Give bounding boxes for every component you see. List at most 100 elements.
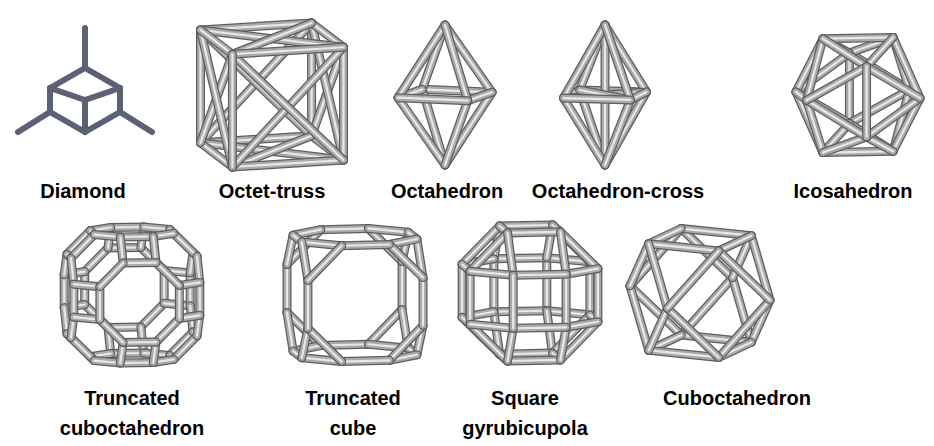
strut-stroke — [342, 245, 390, 246]
strut-stroke — [867, 37, 893, 66]
strut-stroke — [508, 233, 514, 275]
diamond-strut — [82, 28, 88, 68]
strut-stroke — [564, 25, 605, 98]
strut-stroke — [287, 312, 293, 351]
strut-stroke — [867, 37, 893, 66]
strut — [807, 67, 867, 101]
strut-stroke — [283, 264, 292, 312]
lattice-unit-cell — [200, 23, 343, 167]
strut — [494, 258, 547, 259]
diamond-strut — [85, 68, 120, 88]
strut-stroke — [719, 300, 770, 357]
strut-stroke — [123, 258, 156, 267]
strut-stroke — [422, 278, 424, 326]
strut-stroke — [420, 278, 427, 326]
strut-stroke — [85, 248, 108, 272]
strut-stroke — [321, 228, 369, 229]
strut-stroke — [542, 258, 551, 311]
strut-stroke — [865, 67, 867, 137]
strut-stroke — [123, 259, 156, 266]
strut-stroke — [848, 53, 850, 123]
strut-stroke — [398, 98, 468, 101]
strut-stroke — [232, 160, 343, 167]
strut-stroke — [513, 327, 566, 328]
strut-stroke — [719, 236, 752, 251]
strut-stroke — [513, 274, 566, 275]
strut — [560, 327, 566, 360]
strut-stroke — [232, 47, 343, 54]
strut — [564, 98, 605, 165]
strut — [368, 228, 408, 232]
strut-stroke — [156, 318, 179, 342]
strut — [849, 53, 850, 123]
strut-stroke — [232, 54, 343, 160]
strut — [445, 101, 468, 165]
strut-stroke — [470, 324, 513, 328]
strut — [500, 225, 553, 226]
strut — [560, 232, 566, 274]
strut-stroke — [174, 336, 197, 360]
strut-stroke — [302, 242, 308, 281]
strut-stroke — [467, 271, 474, 324]
strut-stroke — [649, 244, 668, 308]
strut-stroke — [719, 300, 770, 357]
strut-stroke — [100, 320, 123, 343]
strut-stroke — [389, 245, 423, 278]
strut — [302, 242, 342, 246]
strut-stroke — [560, 232, 566, 274]
strut — [630, 286, 649, 350]
strut-stroke — [398, 98, 468, 101]
strut-stroke — [398, 98, 445, 165]
strut-stroke — [71, 235, 94, 259]
shape-caption: Truncated cuboctahedron — [52, 383, 212, 443]
strut-stroke — [368, 309, 402, 344]
strut-stroke — [867, 98, 920, 137]
shape-caption: Octahedron — [367, 176, 527, 206]
strut-stroke — [605, 25, 630, 100]
strut-stroke — [232, 47, 343, 167]
strut — [156, 263, 179, 286]
strut-stroke — [719, 236, 752, 251]
strut-stroke — [867, 67, 920, 99]
strut-stroke — [200, 30, 232, 167]
strut-stroke — [630, 286, 649, 350]
strut — [321, 228, 369, 229]
strut-stroke — [667, 308, 718, 357]
strut-stroke — [398, 262, 407, 310]
strut-stroke — [284, 264, 291, 312]
strut-stroke — [308, 328, 342, 361]
strut-stroke — [544, 258, 551, 311]
strut-stroke — [823, 137, 867, 153]
strut-stroke — [156, 318, 179, 342]
strut-stroke — [513, 327, 566, 328]
strut — [667, 251, 718, 308]
strut-stroke — [71, 235, 94, 259]
strut — [307, 281, 308, 329]
strut-stroke — [197, 282, 204, 315]
strut — [867, 37, 893, 66]
strut-stroke — [286, 264, 288, 312]
strut-stroke — [308, 328, 342, 361]
strut-stroke — [232, 54, 343, 160]
strut-stroke — [605, 100, 630, 165]
strut-stroke — [398, 25, 445, 98]
strut — [73, 284, 74, 317]
strut-stroke — [564, 98, 631, 100]
strut — [866, 67, 867, 137]
strut-stroke — [508, 328, 514, 361]
strut-stroke — [566, 269, 598, 275]
strut-stroke — [508, 232, 561, 233]
strut-stroke — [445, 101, 468, 165]
strut-stroke — [229, 54, 236, 167]
strut — [508, 328, 514, 361]
strut-stroke — [71, 338, 94, 361]
strut-stroke — [342, 360, 390, 361]
strut-stroke — [566, 322, 598, 328]
strut-stroke — [100, 263, 123, 287]
strut-stroke — [513, 274, 566, 275]
strut — [470, 271, 471, 324]
strut-stroke — [368, 228, 408, 232]
strut-stroke — [141, 303, 164, 327]
strut-stroke — [470, 271, 513, 275]
shape-caption: Square gyrubicupola — [453, 383, 598, 443]
